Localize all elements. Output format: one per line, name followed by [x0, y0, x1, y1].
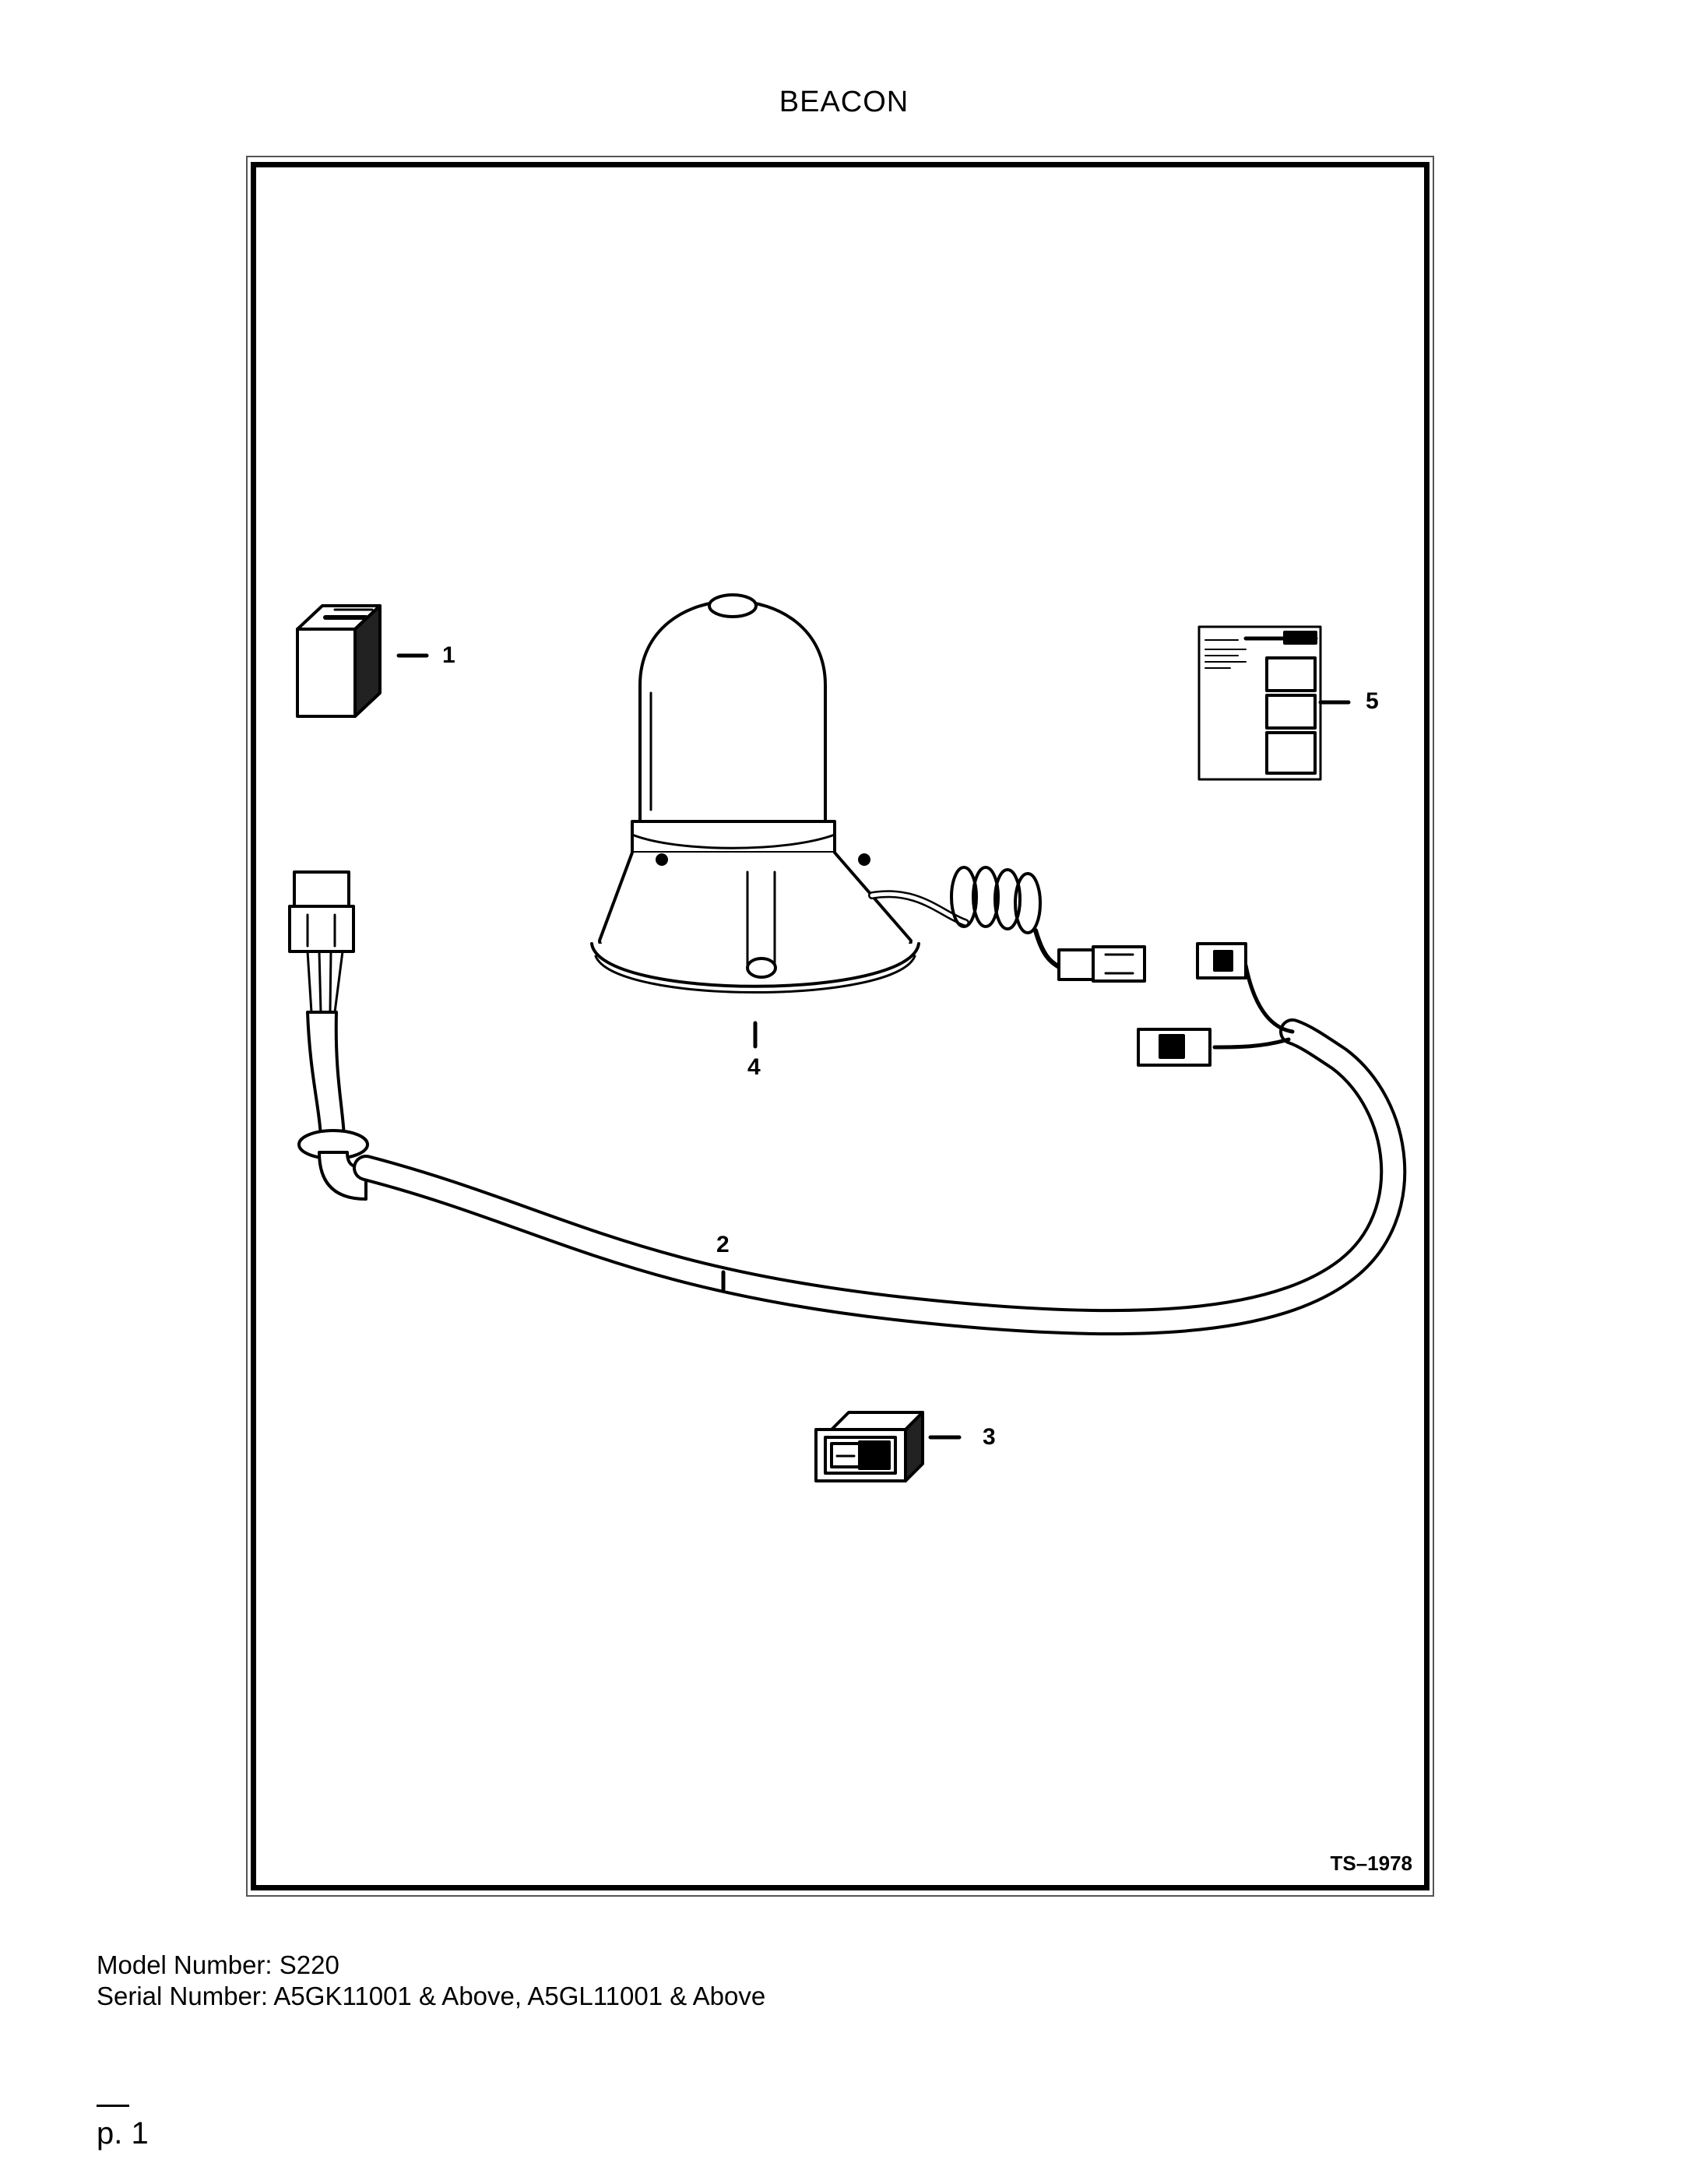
decal-sheet-part — [1197, 625, 1322, 781]
drawing-reference: TS–1978 — [1330, 1852, 1412, 1875]
beacon-light-part — [590, 593, 1146, 994]
model-number: Model Number: S220 — [97, 1950, 339, 1979]
page-title: BEACON — [779, 86, 909, 118]
callout-4: 4 — [747, 1054, 761, 1080]
callout-1: 1 — [442, 642, 455, 668]
illustration-frame — [251, 162, 1430, 1890]
serial-number: Serial Number: A5GK11001 & Above, A5GL11… — [97, 1982, 766, 2010]
callout-leader-lines — [396, 653, 1351, 1440]
wiring-harness-part — [288, 870, 1407, 1336]
relay-part — [296, 604, 382, 718]
page-separator — [97, 2105, 129, 2107]
callout-2: 2 — [716, 1232, 730, 1257]
callout-3: 3 — [983, 1424, 996, 1450]
page-number: p. 1 — [97, 2116, 149, 2151]
callout-5: 5 — [1366, 688, 1379, 714]
illustration-frame-outer — [246, 156, 1434, 1897]
rocker-switch-part — [814, 1411, 924, 1482]
